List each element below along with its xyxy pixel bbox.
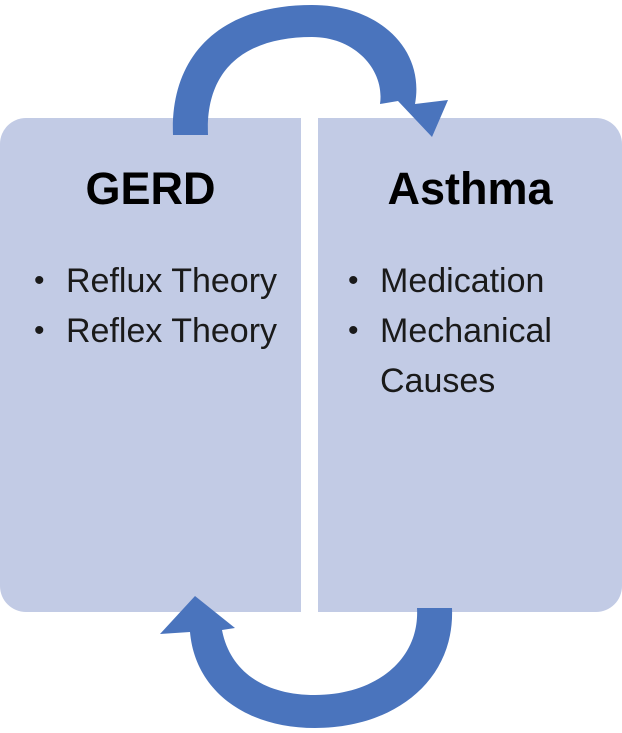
asthma-title: Asthma: [387, 163, 553, 214]
list-item: • Reflux Theory: [32, 256, 282, 306]
bullet-icon: •: [348, 264, 359, 297]
bullet-icon: •: [34, 314, 45, 347]
asthma-bullet-list: • Medication • Mechanical Causes: [346, 256, 616, 406]
bullet-text: Reflex Theory: [66, 312, 278, 350]
gerd-title: GERD: [85, 163, 216, 214]
bullet-text: Mechanical Causes: [380, 312, 552, 400]
gerd-bullet-list: • Reflux Theory • Reflex Theory: [32, 256, 282, 356]
bottom-curved-arrow-icon: [160, 596, 453, 728]
bullet-text: Reflux Theory: [66, 262, 278, 300]
asthma-box: Asthma • Medication • Mechanical Causes: [318, 118, 622, 612]
bullet-icon: •: [348, 314, 359, 347]
list-item: • Reflex Theory: [32, 306, 282, 356]
bullet-icon: •: [34, 264, 45, 297]
bullet-text: Medication: [380, 262, 545, 300]
gerd-box: GERD • Reflux Theory • Reflex Theory: [0, 118, 301, 612]
list-item: • Mechanical Causes: [346, 306, 616, 406]
list-item: • Medication: [346, 256, 616, 306]
